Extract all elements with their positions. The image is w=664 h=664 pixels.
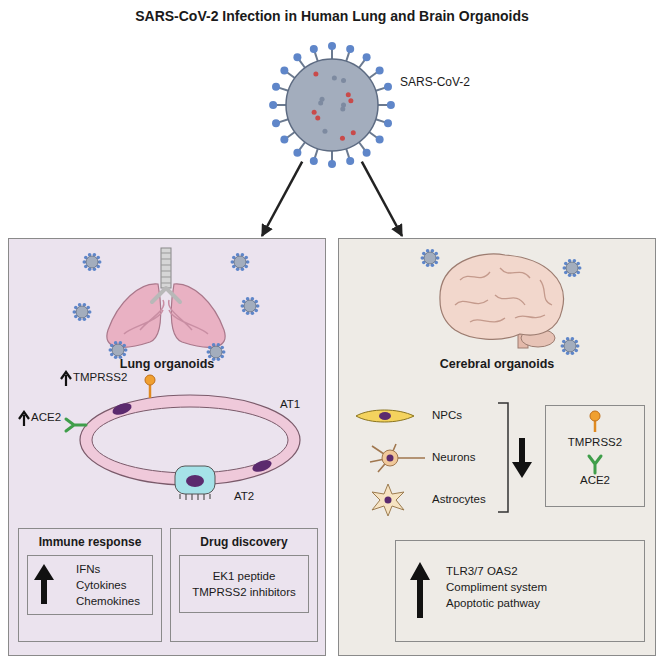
brain-panel: TMPRSS2ACE2TLR3/7 OAS2 Compliment system… xyxy=(338,238,656,656)
node-body: IFNs Cytokines Chemokines xyxy=(27,555,153,615)
cell-type-label: Neurons xyxy=(432,451,475,465)
cell-type-label: Astrocytes xyxy=(432,493,486,507)
immune-response-box: Immune responseIFNs Cytokines Chemokines xyxy=(18,528,162,642)
increase-arrow xyxy=(34,564,54,604)
virus-particle-art xyxy=(83,253,102,271)
brain-cells xyxy=(356,403,532,516)
node-heading: TLR3/7 OAS2 Compliment system Apoptotic … xyxy=(446,563,560,611)
lung-panel: Immune responseIFNs Cytokines Chemokines… xyxy=(8,238,326,656)
receptor-label: ACE2 xyxy=(31,411,61,425)
receptor-box: TMPRSS2ACE2 xyxy=(545,405,645,507)
node-heading: Drug discovery xyxy=(177,535,311,549)
virus-particle-art xyxy=(269,42,395,168)
node-body: EK1 peptide TMPRSS2 inhibitors xyxy=(179,555,309,613)
node-heading: Cerebral organoids xyxy=(339,357,655,371)
node-heading: SARS-CoV-2 xyxy=(400,75,470,89)
node-heading: Immune response xyxy=(25,535,155,549)
virus-particle-art xyxy=(561,337,580,355)
virus-illustrations xyxy=(73,42,582,361)
virus-particle-art xyxy=(421,249,440,267)
lung-illustration xyxy=(107,248,225,347)
node-heading: TMPRSS2 xyxy=(548,436,642,448)
node-heading: Lung organoids xyxy=(9,357,325,371)
cell-type-label: AT1 xyxy=(280,398,300,412)
increase-arrow xyxy=(410,562,430,618)
virus-particle-art xyxy=(563,259,582,277)
innate-response-box: TLR3/7 OAS2 Compliment system Apoptotic … xyxy=(395,540,645,642)
brain-panel-fill xyxy=(338,238,656,656)
infection-arrow xyxy=(262,162,302,236)
cell-type-label: AT2 xyxy=(234,490,254,504)
virus-particle: SARS-CoV-2 xyxy=(282,55,382,155)
protease-label: TMPRSS2 xyxy=(73,371,127,385)
cell-type-label: NPCs xyxy=(432,409,462,423)
virus-particle-art xyxy=(73,303,92,321)
lung-panel-fill xyxy=(8,238,326,656)
virus-particle-art xyxy=(109,341,128,359)
brain-illustration xyxy=(440,254,564,348)
drug-discovery-box: Drug discoveryEK1 peptide TMPRSS2 inhibi… xyxy=(170,528,318,642)
alveolus-illustration xyxy=(19,372,300,500)
node-body: ACE2 xyxy=(548,474,642,486)
virus-particle-art xyxy=(231,253,250,271)
virus-particle-art xyxy=(241,297,260,315)
diagram-title: SARS-CoV-2 Infection in Human Lung and B… xyxy=(0,8,664,24)
infection-arrow xyxy=(362,162,402,236)
